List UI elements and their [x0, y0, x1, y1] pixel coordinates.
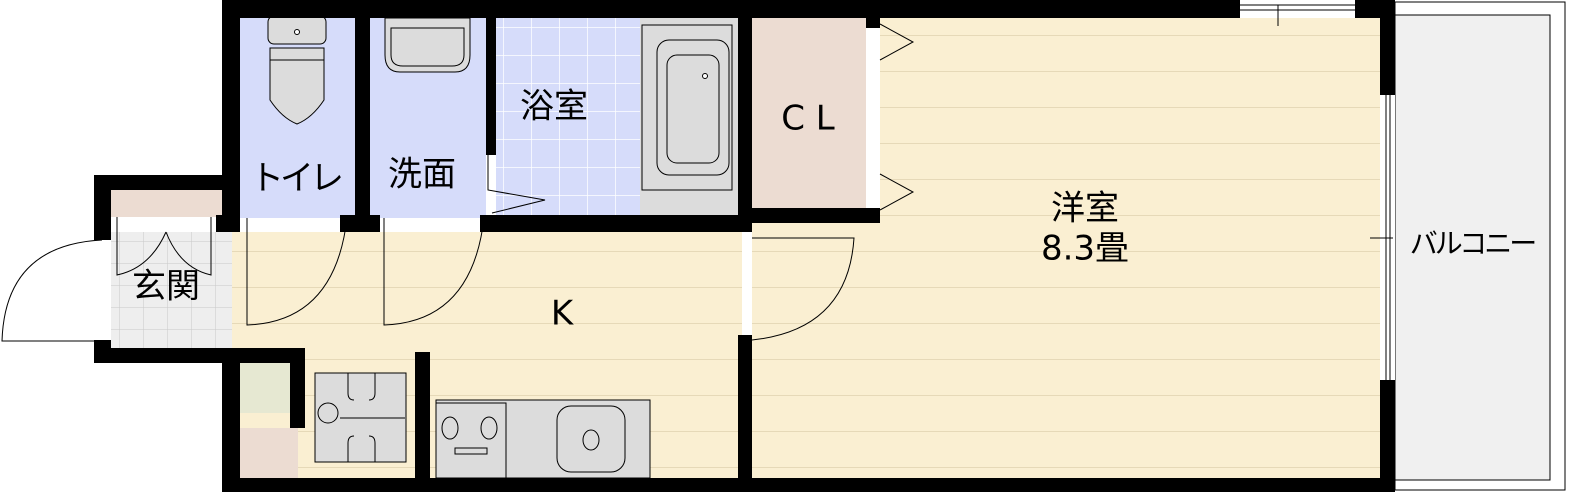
storage-green — [240, 363, 290, 413]
closet-label: C L — [781, 99, 835, 139]
bathroom-label: 浴室 — [520, 87, 588, 127]
shoe-box — [111, 190, 225, 217]
closet-room — [752, 18, 866, 214]
window-top-icon — [1238, 4, 1355, 26]
kitchen-counter-icon — [435, 399, 651, 479]
toilet-fixture-icon — [267, 15, 327, 125]
toilet-door-icon — [246, 217, 348, 326]
entrance-door-icon — [1, 217, 212, 342]
western-room-door-icon — [751, 237, 855, 341]
closet-folding-door-icon — [879, 23, 915, 211]
kitchen-label: K — [551, 294, 575, 334]
bathroom-room — [496, 18, 640, 218]
western-room-size: 8.3畳 — [1041, 229, 1129, 269]
entrance-label: 玄関 — [132, 267, 200, 307]
wash-basin-icon — [384, 17, 471, 73]
washing-machine-pan-icon — [314, 372, 407, 463]
washroom-door-icon — [383, 217, 485, 326]
balcony-inner — [1394, 14, 1551, 481]
entrance-gap — [111, 217, 232, 232]
entrance-floor — [111, 232, 232, 348]
storage-pink — [240, 428, 298, 478]
balcony-label: バルコニー — [1410, 227, 1535, 260]
bathtub-icon — [641, 24, 733, 191]
toilet-label: トイレ — [250, 159, 341, 199]
walls — [94, 0, 1395, 492]
washroom-label: 洗面 — [388, 155, 456, 195]
balcony-window-icon — [1370, 95, 1395, 380]
bathroom-folding-door-icon — [487, 155, 546, 214]
western-room-label: 洋室 — [1051, 189, 1119, 229]
closet-door-gap — [866, 22, 880, 212]
